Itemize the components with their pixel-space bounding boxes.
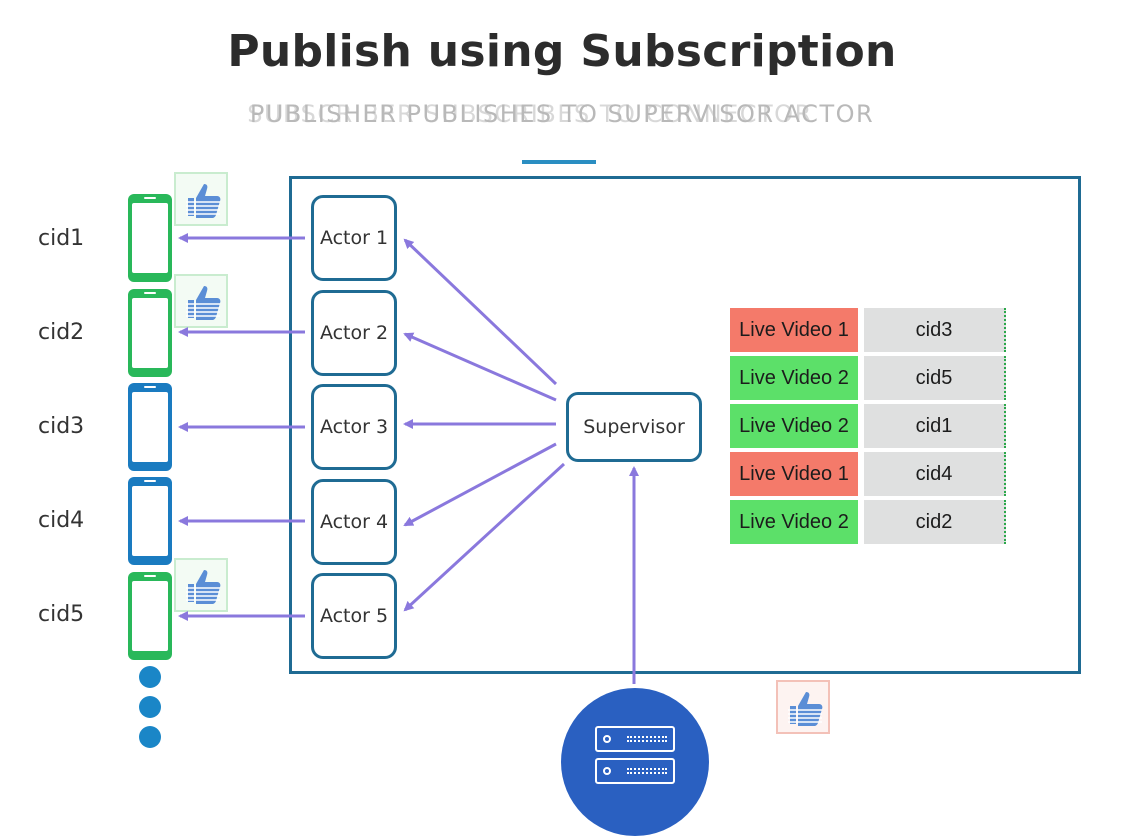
subscription-cid-cell: cid1 <box>864 404 1006 448</box>
title-underline <box>522 160 596 164</box>
connector-arrows <box>178 233 639 684</box>
diagram-title: Publish using Subscription <box>227 26 897 77</box>
smartphone-icon <box>128 572 172 660</box>
actor-node-4: Actor 4 <box>311 479 397 565</box>
subscription-cid-cell: cid2 <box>864 500 1006 544</box>
subscription-cid-cell: cid4 <box>864 452 1006 496</box>
more-clients-dot <box>139 726 161 748</box>
subscription-video-cell: Live Video 1 <box>730 308 858 352</box>
client-label-5: cid5 <box>38 602 85 627</box>
client-label-4: cid4 <box>38 508 85 533</box>
thumbs-up-icon <box>776 680 830 734</box>
supervisor-node: Supervisor <box>566 392 702 462</box>
subscription-video-cell: Live Video 1 <box>730 452 858 496</box>
thumbs-up-icon <box>174 274 228 328</box>
client-label-1: cid1 <box>38 226 85 251</box>
more-clients-dot <box>139 666 161 688</box>
smartphone-icon <box>128 383 172 471</box>
subtitle-text: PUBLISHER PUBLISHES TO SUPERVISOR ACTOR <box>249 100 875 128</box>
subscription-cid-cell: cid3 <box>864 308 1006 352</box>
actor-node-3: Actor 3 <box>311 384 397 470</box>
server-icon <box>561 688 709 836</box>
arrow-supervisor-to-actor4 <box>403 442 557 527</box>
smartphone-icon <box>128 194 172 282</box>
client-label-2: cid2 <box>38 320 85 345</box>
arrow-supervisor-to-actor2 <box>403 332 557 402</box>
client-label-3: cid3 <box>38 414 85 439</box>
actor-node-5: Actor 5 <box>311 573 397 659</box>
thumbs-up-icon <box>174 558 228 612</box>
subscription-video-cell: Live Video 2 <box>730 500 858 544</box>
subscription-video-cell: Live Video 2 <box>730 404 858 448</box>
subtitle-overlay-text: SUBSCRIBER SUBSCRIBES TO CONNECTOR <box>247 100 813 128</box>
system-boundary <box>289 176 1081 674</box>
arrow-supervisor-to-actor1 <box>403 238 558 386</box>
subscription-cid-cell: cid5 <box>864 356 1006 400</box>
arrow-supervisor-to-actor5 <box>403 462 566 612</box>
smartphone-icon <box>128 289 172 377</box>
thumbs-up-icon <box>174 172 228 226</box>
actor-node-1: Actor 1 <box>311 195 397 281</box>
actor-node-2: Actor 2 <box>311 290 397 376</box>
subscription-video-cell: Live Video 2 <box>730 356 858 400</box>
more-clients-dot <box>139 696 161 718</box>
smartphone-icon <box>128 477 172 565</box>
